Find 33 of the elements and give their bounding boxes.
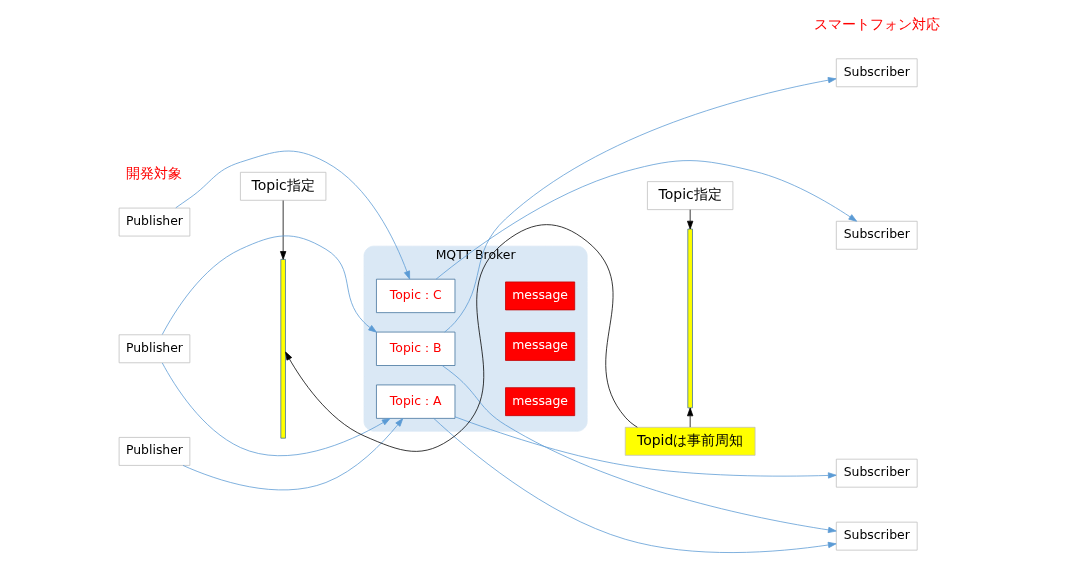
arrow	[175, 150, 410, 280]
node-box: message	[505, 332, 576, 361]
arrow	[285, 224, 638, 452]
node-box: Topic指定	[647, 181, 734, 210]
node-box: Publisher	[118, 437, 191, 466]
arrow	[182, 418, 404, 491]
label: スマートフォン対応	[813, 15, 940, 32]
node-box: Subscriber	[835, 220, 918, 250]
node-box: Topic指定	[240, 171, 327, 201]
node-bar	[687, 228, 693, 409]
arrow	[161, 362, 391, 457]
node-box: Subscriber	[835, 58, 918, 88]
node-box: message	[505, 281, 576, 311]
node-box: Publisher	[118, 207, 191, 237]
arrow	[435, 160, 858, 280]
arrow	[444, 77, 837, 333]
arrow	[161, 235, 377, 335]
arrow	[441, 365, 837, 533]
node-bar	[280, 259, 286, 439]
arrow	[454, 416, 837, 479]
node-box: Topic：B	[376, 331, 456, 366]
arrow	[280, 200, 287, 260]
arrow	[433, 418, 837, 553]
node-box: Publisher	[118, 334, 191, 364]
arrow	[687, 209, 694, 230]
label: 開発対象	[126, 165, 183, 182]
arrow	[687, 407, 694, 428]
node-box: Topidは事前周知	[624, 426, 756, 456]
node-box: Topic：A	[376, 384, 456, 419]
node-box: Topic：C	[376, 278, 456, 313]
node-box: Subscriber	[835, 458, 918, 488]
node-box: Subscriber	[835, 521, 918, 551]
node-box: message	[505, 387, 576, 417]
